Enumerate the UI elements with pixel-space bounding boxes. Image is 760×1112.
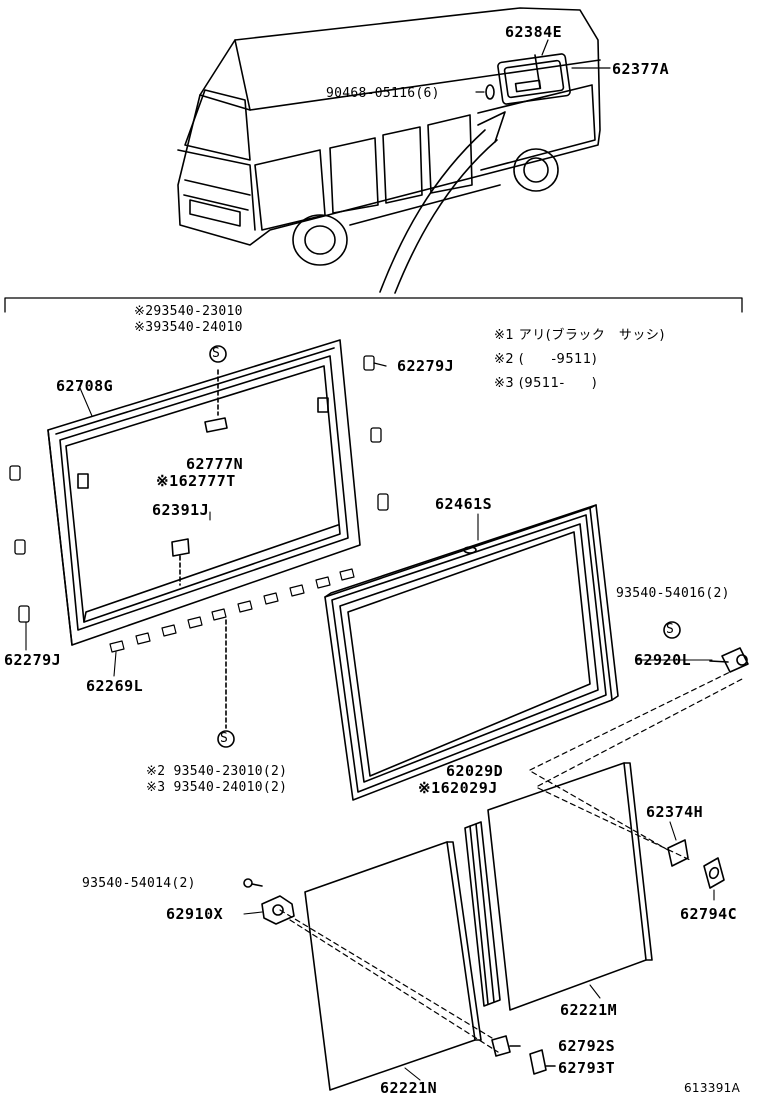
label-62777T: ※162777T [156, 472, 236, 490]
note-3: ※3 (9511- ) [494, 376, 598, 391]
label-93540-54016: 93540-54016(2) [616, 586, 730, 601]
label-62221M: 62221M [560, 1001, 618, 1019]
label-62793T: 62793T [558, 1059, 616, 1077]
latch-62920L [663, 621, 749, 673]
assembly-lines [279, 671, 745, 1053]
label-90468-05116: 90468-05116(6) [326, 86, 440, 101]
label-62792S: 62792S [558, 1037, 616, 1055]
label-62391J: 62391J [152, 501, 210, 519]
label-62910X: 62910X [166, 905, 224, 923]
parts-62792S-62793T [491, 1035, 556, 1075]
screw-symbol-right: S [666, 622, 675, 637]
clips-62279J [9, 355, 389, 623]
glass-62221M [487, 762, 653, 1011]
label-62029J: ※162029J [418, 779, 498, 797]
label-62777N: 62777N [186, 455, 244, 473]
group-bracket [4, 297, 743, 313]
label-62920L: 62920L [634, 651, 692, 669]
frame-62461S [324, 504, 619, 801]
van-illustration [177, 7, 601, 266]
label-93540-54014: 93540-54014(2) [82, 876, 196, 891]
label-62708G: 62708G [56, 377, 114, 395]
screw-bottom [217, 619, 235, 748]
label-62221N: 62221N [380, 1079, 438, 1097]
label-62279J-top: 62279J [397, 357, 455, 375]
note-1: ※1 アリ(ブラック サッシ) [494, 328, 665, 343]
screw-symbol-bottom: S [220, 731, 229, 746]
label-93540-23010-2: ※2 93540-23010(2) [146, 764, 288, 779]
pads-62269L [109, 568, 355, 653]
label-62794C: 62794C [680, 905, 738, 923]
drawing-number: 613391A [684, 1081, 741, 1095]
label-62461S: 62461S [435, 495, 493, 513]
label-93540-24010-note3: ※393540-24010 [134, 320, 243, 335]
part-62794C [703, 857, 725, 889]
screw-top [209, 345, 227, 416]
label-62377A: 62377A [612, 60, 670, 78]
latch-62910X [243, 878, 295, 925]
screw-symbol-top: S [212, 346, 221, 361]
label-62384E: 62384E [505, 23, 563, 41]
label-62029D: 62029D [446, 762, 504, 780]
label-93540-24010-2: ※3 93540-24010(2) [146, 780, 288, 795]
pad-62374H [667, 839, 689, 867]
label-62279J-left: 62279J [4, 651, 62, 669]
leader-lines [25, 387, 715, 1081]
note-2: ※2 ( -9511) [494, 352, 598, 367]
block-62391J [171, 538, 190, 586]
frame-62708G [47, 339, 361, 646]
leader-lines-van [475, 39, 611, 93]
label-62269L: 62269L [86, 677, 144, 695]
glass-62221N [304, 841, 482, 1091]
label-93540-23010-note2: ※293540-23010 [134, 304, 243, 319]
channel-62029D [464, 821, 501, 1007]
label-62374H: 62374H [646, 803, 704, 821]
pointer-arrow [379, 111, 506, 294]
